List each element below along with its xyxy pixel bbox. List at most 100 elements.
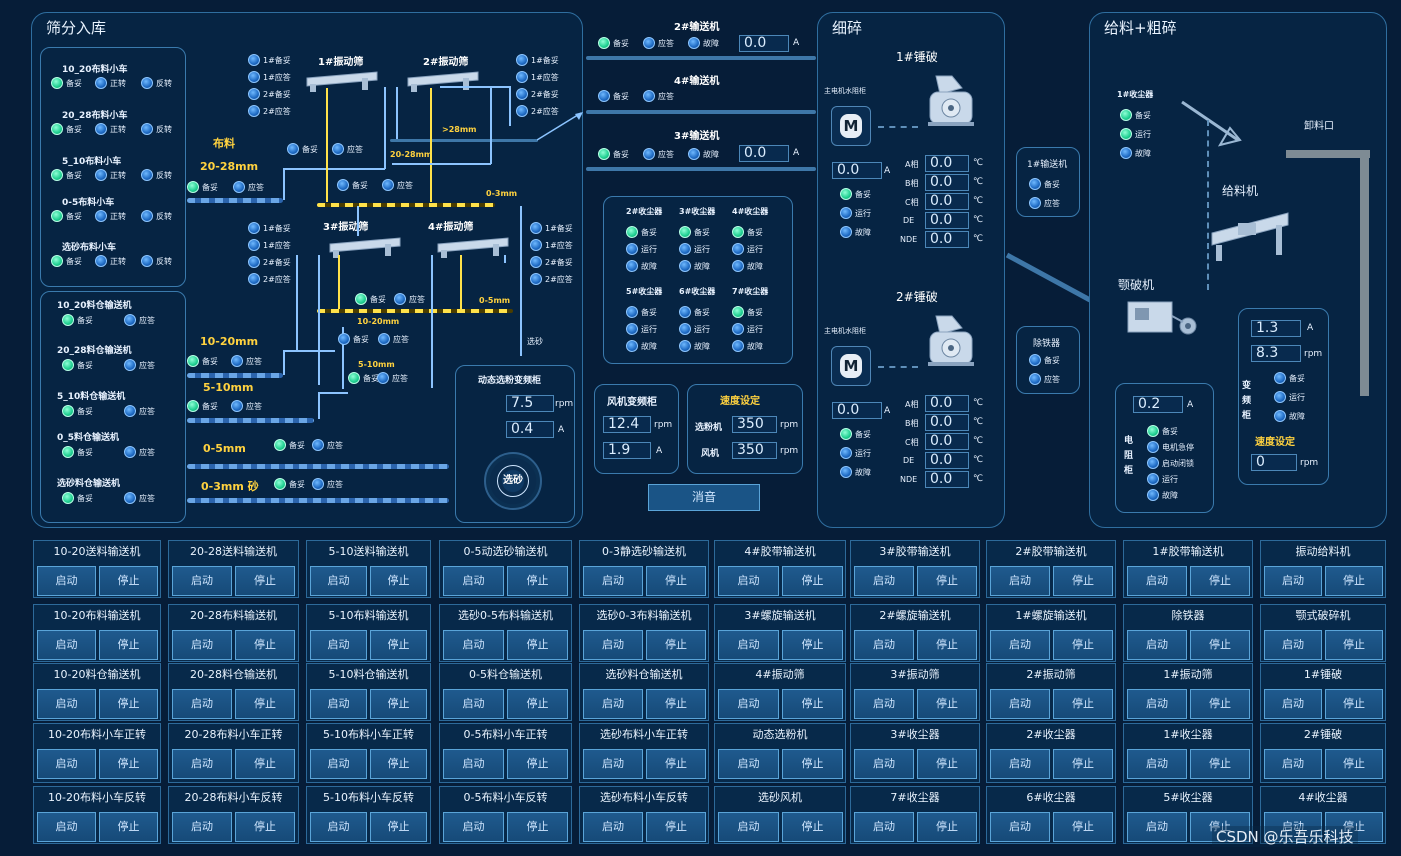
start-button[interactable]: 启动 xyxy=(172,812,232,842)
stop-button[interactable]: 停止 xyxy=(99,689,158,719)
stop-button[interactable]: 停止 xyxy=(507,812,568,842)
start-button[interactable]: 启动 xyxy=(443,630,504,660)
start-button[interactable]: 启动 xyxy=(1264,689,1322,719)
start-button[interactable]: 启动 xyxy=(990,749,1050,779)
start-button[interactable]: 启动 xyxy=(854,566,914,596)
start-button[interactable]: 启动 xyxy=(1264,566,1322,596)
start-button[interactable]: 启动 xyxy=(990,566,1050,596)
stop-button[interactable]: 停止 xyxy=(1053,749,1113,779)
stop-button[interactable]: 停止 xyxy=(1190,749,1250,779)
start-button[interactable]: 启动 xyxy=(172,630,232,660)
stop-button[interactable]: 停止 xyxy=(646,630,706,660)
stop-button[interactable]: 停止 xyxy=(235,689,295,719)
stop-button[interactable]: 停止 xyxy=(1190,812,1250,842)
stop-button[interactable]: 停止 xyxy=(1053,566,1113,596)
start-button[interactable]: 启动 xyxy=(310,566,367,596)
stop-button[interactable]: 停止 xyxy=(917,749,977,779)
start-button[interactable]: 启动 xyxy=(310,689,367,719)
vfd-speed-input[interactable]: 0 xyxy=(1251,454,1297,471)
stop-button[interactable]: 停止 xyxy=(646,749,706,779)
start-button[interactable]: 启动 xyxy=(854,749,914,779)
stop-button[interactable]: 停止 xyxy=(917,689,977,719)
stop-button[interactable]: 停止 xyxy=(1325,630,1383,660)
start-button[interactable]: 启动 xyxy=(583,630,643,660)
start-button[interactable]: 启动 xyxy=(1127,749,1187,779)
start-button[interactable]: 启动 xyxy=(583,689,643,719)
start-button[interactable]: 启动 xyxy=(1127,689,1187,719)
separator-select-button[interactable]: 选砂 xyxy=(484,452,542,510)
start-button[interactable]: 启动 xyxy=(443,566,504,596)
stop-button[interactable]: 停止 xyxy=(782,749,843,779)
start-button[interactable]: 启动 xyxy=(854,689,914,719)
stop-button[interactable]: 停止 xyxy=(917,566,977,596)
start-button[interactable]: 启动 xyxy=(37,566,96,596)
start-button[interactable]: 启动 xyxy=(443,749,504,779)
start-button[interactable]: 启动 xyxy=(172,566,232,596)
stop-button[interactable]: 停止 xyxy=(782,689,843,719)
stop-button[interactable]: 停止 xyxy=(1053,689,1113,719)
start-button[interactable]: 启动 xyxy=(310,812,367,842)
start-button[interactable]: 启动 xyxy=(718,812,779,842)
start-button[interactable]: 启动 xyxy=(990,812,1050,842)
stop-button[interactable]: 停止 xyxy=(782,630,843,660)
start-button[interactable]: 启动 xyxy=(718,630,779,660)
stop-button[interactable]: 停止 xyxy=(507,566,568,596)
start-button[interactable]: 启动 xyxy=(718,689,779,719)
stop-button[interactable]: 停止 xyxy=(1325,566,1383,596)
stop-button[interactable]: 停止 xyxy=(370,689,427,719)
stop-button[interactable]: 停止 xyxy=(370,812,427,842)
start-button[interactable]: 启动 xyxy=(583,566,643,596)
mute-button[interactable]: 消音 xyxy=(648,484,760,511)
start-button[interactable]: 启动 xyxy=(718,749,779,779)
stop-button[interactable]: 停止 xyxy=(1190,630,1250,660)
stop-button[interactable]: 停止 xyxy=(646,566,706,596)
stop-button[interactable]: 停止 xyxy=(370,749,427,779)
stop-button[interactable]: 停止 xyxy=(99,630,158,660)
stop-button[interactable]: 停止 xyxy=(99,749,158,779)
stop-button[interactable]: 停止 xyxy=(370,630,427,660)
stop-button[interactable]: 停止 xyxy=(1053,630,1113,660)
stop-button[interactable]: 停止 xyxy=(1053,812,1113,842)
start-button[interactable]: 启动 xyxy=(990,630,1050,660)
stop-button[interactable]: 停止 xyxy=(235,749,295,779)
stop-button[interactable]: 停止 xyxy=(507,630,568,660)
stop-button[interactable]: 停止 xyxy=(235,566,295,596)
stop-button[interactable]: 停止 xyxy=(646,689,706,719)
stop-button[interactable]: 停止 xyxy=(1325,749,1383,779)
start-button[interactable]: 启动 xyxy=(37,812,96,842)
stop-button[interactable]: 停止 xyxy=(1325,689,1383,719)
start-button[interactable]: 启动 xyxy=(583,749,643,779)
stop-button[interactable]: 停止 xyxy=(646,812,706,842)
stop-button[interactable]: 停止 xyxy=(370,566,427,596)
start-button[interactable]: 启动 xyxy=(310,749,367,779)
stop-button[interactable]: 停止 xyxy=(1190,689,1250,719)
start-button[interactable]: 启动 xyxy=(718,566,779,596)
start-button[interactable]: 启动 xyxy=(37,749,96,779)
start-button[interactable]: 启动 xyxy=(310,630,367,660)
stop-button[interactable]: 停止 xyxy=(782,812,843,842)
stop-button[interactable]: 停止 xyxy=(99,566,158,596)
speed-selector-input[interactable]: 350 xyxy=(732,416,777,433)
start-button[interactable]: 启动 xyxy=(1264,630,1322,660)
stop-button[interactable]: 停止 xyxy=(1325,812,1383,842)
stop-button[interactable]: 停止 xyxy=(782,566,843,596)
stop-button[interactable]: 停止 xyxy=(1190,566,1250,596)
stop-button[interactable]: 停止 xyxy=(507,689,568,719)
stop-button[interactable]: 停止 xyxy=(917,812,977,842)
start-button[interactable]: 启动 xyxy=(1264,812,1322,842)
stop-button[interactable]: 停止 xyxy=(917,630,977,660)
stop-button[interactable]: 停止 xyxy=(235,630,295,660)
start-button[interactable]: 启动 xyxy=(1264,749,1322,779)
speed-fan-input[interactable]: 350 xyxy=(732,442,777,459)
start-button[interactable]: 启动 xyxy=(1127,566,1187,596)
start-button[interactable]: 启动 xyxy=(37,689,96,719)
start-button[interactable]: 启动 xyxy=(990,689,1050,719)
start-button[interactable]: 启动 xyxy=(1127,812,1187,842)
stop-button[interactable]: 停止 xyxy=(99,812,158,842)
stop-button[interactable]: 停止 xyxy=(235,812,295,842)
start-button[interactable]: 启动 xyxy=(1127,630,1187,660)
start-button[interactable]: 启动 xyxy=(854,812,914,842)
start-button[interactable]: 启动 xyxy=(583,812,643,842)
start-button[interactable]: 启动 xyxy=(172,749,232,779)
start-button[interactable]: 启动 xyxy=(172,689,232,719)
